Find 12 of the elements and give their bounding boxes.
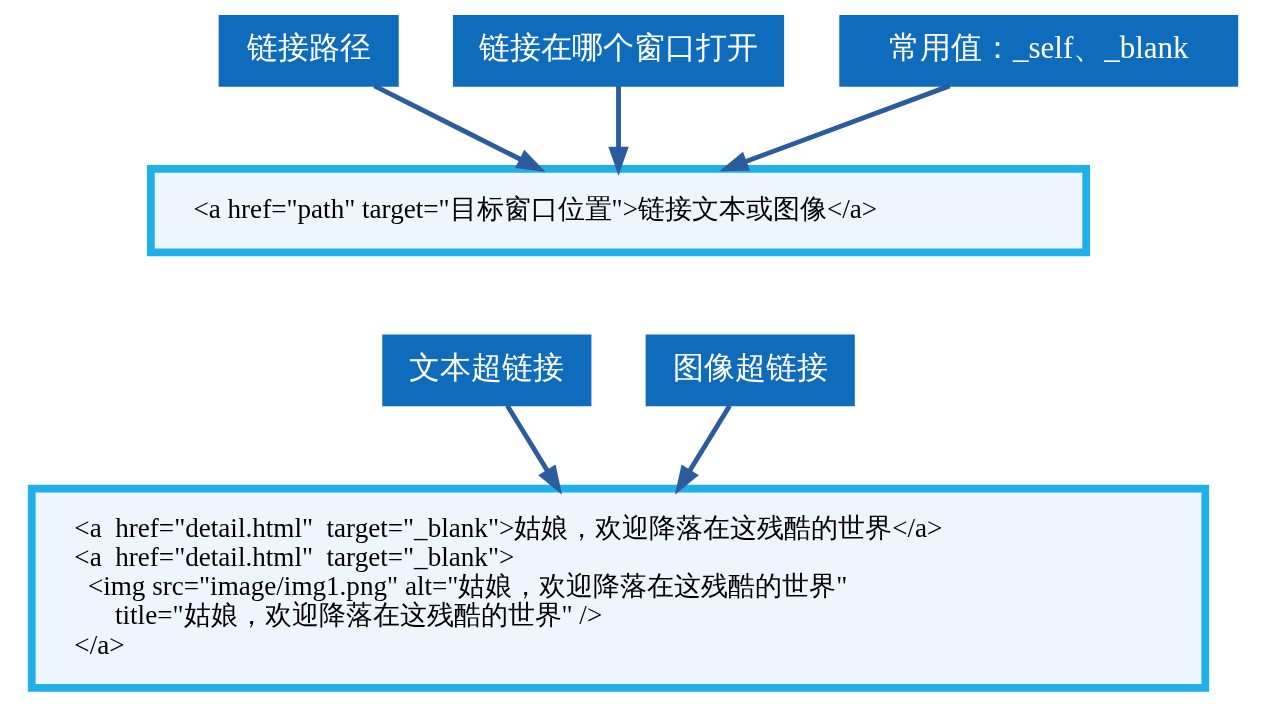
arrow	[718, 83, 950, 172]
node-box: <a href="path" target="目标窗口位置">链接文本或图像</a>	[146, 165, 1090, 257]
node-box: 常用值：_self、_blank	[838, 15, 1238, 87]
node-box: 链接路径	[218, 15, 399, 87]
node-box: 文本超链接	[381, 334, 591, 407]
arrow	[372, 83, 546, 173]
arrow	[607, 85, 629, 176]
node-box: <a href="detail.html" target="_blank">姑娘，欢迎降落在这残酷的世界</a> <a href="detail.html" target="_blank"> <img src="image/img1.png" alt="姑娘，欢迎降落在这残酷的世界" title="姑娘，欢迎降落在这残酷的世界" /> </a>	[27, 484, 1209, 692]
arrow	[504, 404, 562, 495]
arrow	[674, 404, 732, 495]
node-box: 链接在哪个窗口打开	[452, 15, 784, 87]
node-box: 图像超链接	[645, 334, 855, 407]
